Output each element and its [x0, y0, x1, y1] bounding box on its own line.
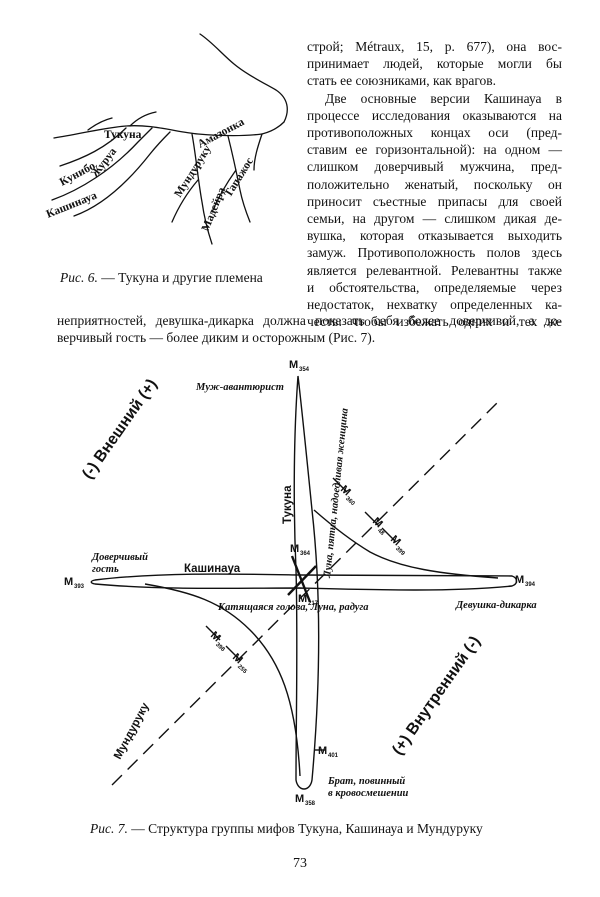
svg-text:48: 48: [376, 528, 385, 537]
map-caption-text: — Тукуна и другие племена: [97, 270, 263, 285]
svg-text:398: 398: [214, 642, 226, 654]
text-line: процессе исследования оказываются на: [307, 107, 562, 123]
note-trusting-line2: гость: [92, 564, 119, 575]
svg-text:M: M: [318, 745, 327, 757]
svg-text:M: M: [208, 629, 223, 644]
map-caption: Рис. 6. — Тукуна и другие племена: [60, 270, 263, 286]
map-label-tukuna: Тукуна: [104, 129, 142, 141]
note-brother-line2: в кровосмешении: [328, 788, 409, 799]
text-line: семьи, на другом — слишком дикая де-: [307, 211, 562, 227]
note-wild-girl: Девушка-дикарка: [455, 600, 537, 611]
text-line: верчивый гость — более диким и осторожны…: [57, 330, 376, 346]
diagram-caption-label: Рис. 7.: [90, 821, 128, 836]
svg-text:217: 217: [308, 601, 319, 607]
axis-kashinaua-label: Кашинауа: [184, 563, 241, 575]
tribes-map: Тукуна Амазонка Кунибо Журуа Кашинауа Му…: [45, 33, 288, 245]
text-line: недостаток, нехватку определенных ка-: [307, 297, 562, 313]
text-line: стать ее союзниками, как врагов.: [307, 73, 497, 89]
text-line: приносит съестные припасы для своей: [307, 193, 562, 209]
svg-text:M: M: [295, 793, 304, 805]
svg-text:M: M: [230, 651, 245, 666]
map-label-kashinaua: Кашинауа: [45, 190, 99, 221]
map-label-mundurucu: Мундуруку: [172, 143, 213, 199]
text-line: является релевантной. Релевантны также: [307, 262, 562, 278]
note-trusting-line1: Доверчивый: [91, 552, 148, 563]
svg-text:399: 399: [394, 546, 406, 558]
map-caption-label: Рис. 6.: [60, 270, 98, 285]
text-line: честв: чтобы избежать одних и тех же: [307, 314, 562, 330]
full-width-text: неприятностей, девушка-дикарка должна по…: [57, 312, 562, 346]
axis-outer-label: (-) Внешний (+): [79, 376, 160, 482]
text-line: противоположных концах оси (пред-: [307, 125, 562, 141]
note-rolling-head: Катящаяся голова, Луна, радуга: [217, 602, 369, 613]
text-line: ставим ее горизонтальной): на одном —: [307, 142, 562, 158]
text-line: Две основные версии Кашинауа в: [325, 90, 562, 106]
page-number: 73: [293, 856, 307, 871]
svg-text:255: 255: [236, 664, 248, 676]
svg-text:354: 354: [299, 367, 310, 373]
text-line: положительно женатый, поскольку он: [307, 176, 562, 192]
svg-text:M: M: [64, 576, 73, 588]
myth-structure-diagram: (-) Внешний (+) (+) Внутренний (-) Тукун…: [64, 359, 537, 807]
text-line: неприятностей, девушка-дикарка должна по…: [57, 313, 562, 328]
note-adventurer: Муж-авантюрист: [195, 382, 284, 393]
map-label-zhurua: Журуа: [89, 146, 119, 180]
svg-text:M: M: [289, 359, 298, 371]
svg-text:393: 393: [74, 584, 85, 590]
svg-text:M: M: [298, 593, 307, 605]
text-line: слишком доверчивый мужчина, пред-: [307, 159, 562, 175]
text-line: и обстоятельства, определяемые через: [307, 279, 562, 295]
svg-text:401: 401: [328, 753, 339, 759]
svg-text:394: 394: [525, 582, 536, 588]
axis-tukuna-label: Тукуна: [282, 485, 294, 524]
text-line: строй; Métraux, 15, p. 677), она вос-: [307, 39, 562, 54]
axis-inner-label: (+) Внутренний (-): [389, 633, 484, 758]
text-line: замуж. Противоположность полов здесь: [307, 245, 562, 261]
diagram-caption-text: — Структура группы мифов Тукуна, Кашинау…: [127, 821, 483, 836]
right-column-text: строй; Métraux, 15, p. 677), она вос- пр…: [307, 38, 562, 330]
map-label-tapajos: Тапажос: [222, 156, 256, 200]
svg-text:M: M: [290, 543, 299, 555]
svg-text:M: M: [515, 574, 524, 586]
text-line: принимает людей, которые могли бы: [307, 56, 562, 72]
axis-mundurucu-label: Мундуруку: [112, 700, 152, 761]
text-line: вушка, которая отказывается выходить: [307, 228, 562, 244]
svg-text:364: 364: [300, 551, 311, 557]
svg-text:358: 358: [305, 801, 316, 807]
svg-text:360: 360: [344, 496, 356, 508]
note-brother-line1: Брат, повинный: [327, 776, 405, 787]
diagram-caption: Рис. 7. — Структура группы мифов Тукуна,…: [90, 821, 483, 837]
